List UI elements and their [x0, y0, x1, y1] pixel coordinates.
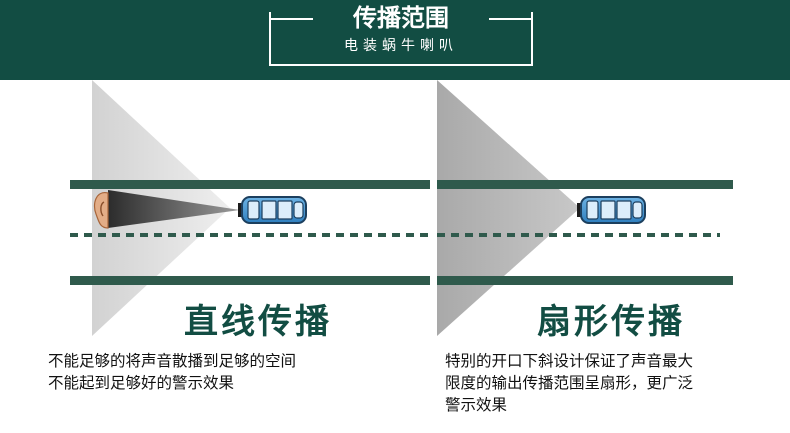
right-description-line: 特别的开口下斜设计保证了声音最大 — [445, 352, 694, 370]
right-sound-fan — [437, 80, 580, 336]
right-road-bottom-line — [437, 276, 733, 285]
right-road-top-line — [437, 180, 733, 189]
car-icon — [238, 196, 307, 224]
car-icon — [577, 196, 646, 224]
left-road-bottom-line — [70, 276, 430, 285]
left-heading: 直线传播 — [184, 302, 332, 342]
title-frame-bottom — [269, 64, 533, 66]
right-description: 特别的开口下斜设计保证了声音最大 限度的输出传播范围呈扇形，更广泛 警示效果 — [445, 350, 785, 416]
left-description-line: 不能起到足够好的警示效果 — [48, 374, 235, 392]
title-frame — [269, 12, 533, 66]
right-heading: 扇形传播 — [537, 302, 685, 342]
left-road-top-line — [70, 180, 430, 189]
page-title: 传播范围 — [353, 4, 449, 32]
propagation-illustration — [70, 80, 733, 336]
right-description-line: 警示效果 — [445, 396, 508, 414]
ear-icon — [93, 192, 109, 229]
right-description-line: 限度的输出传播范围呈扇形，更广泛 — [445, 374, 694, 392]
title-frame-top-right — [489, 18, 533, 20]
header-banner — [0, 0, 790, 80]
left-description-line: 不能足够的将声音散播到足够的空间 — [48, 352, 297, 370]
title-frame-top-left — [269, 18, 313, 20]
page-subtitle: 电装蜗牛喇叭 — [344, 38, 458, 54]
left-description: 不能足够的将声音散播到足够的空间 不能起到足够好的警示效果 — [48, 350, 408, 394]
straight-sound-beam — [108, 190, 240, 228]
